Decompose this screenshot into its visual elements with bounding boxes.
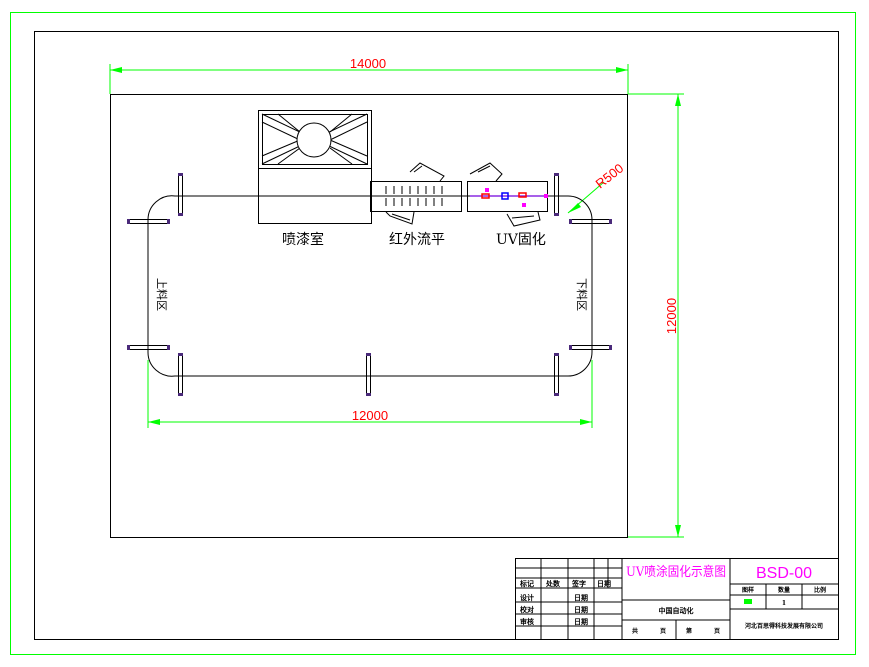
unloading-zone-label: 下料区	[575, 278, 589, 311]
sheet-count: 共 页 第 页	[632, 627, 720, 635]
plant-boundary	[110, 94, 628, 538]
approval-rows: 设计 校对 审核 日期 日期 日期	[520, 593, 588, 626]
info-header-scale: 比例	[814, 586, 826, 594]
sheet-border	[10, 12, 856, 655]
role-design: 设计	[520, 593, 534, 602]
company-name: 河北百思得科技发展有限公司	[745, 622, 823, 630]
role-check: 校对	[520, 605, 534, 614]
corner-caps	[127, 219, 612, 350]
uv-curing-section	[462, 162, 554, 227]
sheet-index-label: 第	[685, 627, 692, 635]
drawing-number: BSD-00	[756, 565, 812, 582]
project-name: 中国自动化	[659, 606, 694, 615]
loading-zone-label: 上料区	[155, 278, 169, 311]
date-label-2: 日期	[574, 605, 588, 614]
date-label-1: 日期	[574, 593, 588, 602]
dimension-right: 12000	[628, 93, 684, 538]
dimension-right-text: 12000	[664, 298, 679, 334]
rev-header-count: 处数	[545, 579, 561, 588]
spray-room-label: 喷漆室	[282, 231, 324, 248]
rev-header-mark: 标记	[519, 579, 534, 588]
drawing-title-text: UV喷涂固化示意图	[626, 564, 726, 580]
support-caps	[178, 173, 559, 396]
title-block	[515, 558, 839, 640]
rev-header-date: 日期	[597, 579, 611, 588]
dimension-bottom-text: 12000	[352, 408, 388, 423]
sheet-total-label: 共	[632, 627, 638, 635]
uv-curing-label: UV固化	[496, 232, 546, 248]
sheet-index-unit: 页	[714, 627, 720, 635]
info-header-pattern: 图样	[742, 586, 754, 594]
info-headers: 图样 数量 比例	[742, 586, 826, 594]
info-header-quantity: 数量	[778, 586, 790, 594]
infrared-leveling-section	[370, 162, 462, 225]
rev-header-sign: 签字	[571, 579, 586, 588]
dimension-top: 14000	[109, 56, 629, 94]
dimension-radius: R500	[567, 160, 627, 214]
dimension-bottom: 12000	[147, 360, 593, 428]
revision-headers: 标记 处数 签字 日期	[519, 579, 611, 588]
drawing-title: UV喷涂固化示意图	[626, 564, 726, 580]
date-label-3: 日期	[574, 617, 588, 626]
quantity-value: 1	[782, 600, 786, 607]
sheet-total-unit: 页	[660, 627, 666, 635]
pattern-swatch	[744, 599, 752, 604]
uv-lamps	[470, 188, 548, 207]
spray-booth	[258, 110, 372, 224]
conveyor-loop	[147, 195, 593, 377]
role-review: 审核	[520, 617, 534, 626]
conveyor-supports	[178, 174, 559, 395]
dimension-radius-text: R500	[593, 160, 627, 191]
dimension-top-text: 14000	[350, 56, 386, 71]
infrared-leveling-label: 红外流平	[389, 232, 445, 248]
drawing-frame	[34, 31, 839, 640]
